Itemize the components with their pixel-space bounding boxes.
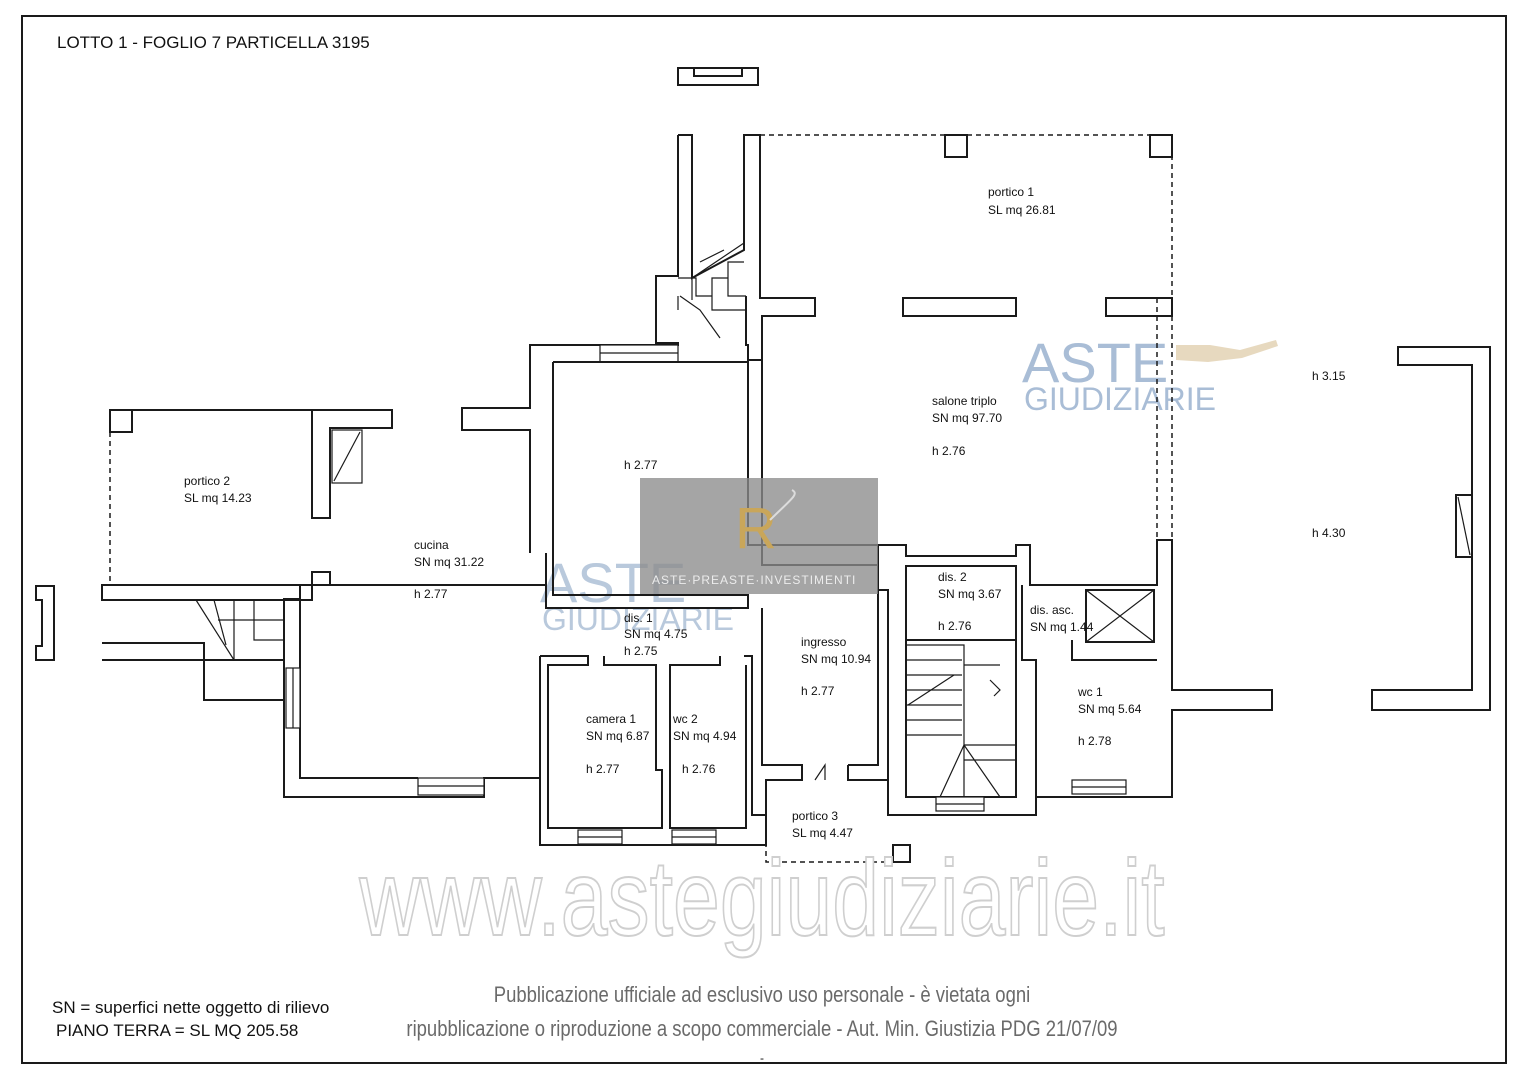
watermark-site: www.astegiudiziarie.it: [359, 837, 1165, 959]
right-wing-niche-line: [1457, 496, 1471, 556]
portico-3-area: SL mq 4.47: [792, 826, 853, 840]
column-1: [944, 134, 968, 158]
portico-2-walls: [110, 409, 393, 519]
cucina-name: cucina: [414, 538, 449, 552]
walls: [35, 67, 1491, 863]
outer-height-b: h 4.30: [1312, 526, 1346, 540]
left-stair-top-band: [101, 584, 313, 601]
stair-core-arrows: [907, 674, 1001, 706]
wc1-top-wall: [1071, 640, 1157, 661]
portico-1-area: SL mq 26.81: [988, 203, 1056, 217]
dis1-height: h 2.75: [624, 644, 658, 658]
wc1-height: h 2.78: [1078, 734, 1112, 748]
legend-line-1: SN = superfici nette oggetto di rilievo: [52, 998, 329, 1017]
cucina-height: h 2.77: [414, 587, 448, 601]
logo-swoosh-icon: [769, 489, 796, 521]
cucina-top-wall: [330, 553, 547, 586]
salone-name: salone triplo: [932, 394, 997, 408]
dis1-area: SN mq 4.75: [624, 627, 688, 641]
salone-beam: [902, 297, 1017, 317]
watermark-giudiziarie-top-text: GIUDIZIARIE: [1024, 381, 1216, 417]
dis2-name: dis. 2: [938, 570, 967, 584]
legend-line-2: PIANO TERRA = SL MQ 205.58: [56, 1021, 298, 1040]
dis2-area: SN mq 3.67: [938, 587, 1002, 601]
elevator-cross-icon: [1085, 589, 1155, 643]
ingresso-name: ingresso: [801, 635, 847, 649]
stair-core-steps: [906, 644, 1016, 798]
wc2-area: SN mq 4.94: [673, 729, 737, 743]
dis1-name: dis. 1: [624, 611, 653, 625]
wc2-name: wc 2: [672, 712, 698, 726]
ingresso-walls: [761, 589, 888, 815]
salone-area: SN mq 97.70: [932, 411, 1002, 425]
stair-corridor-right: [678, 134, 816, 362]
dis2-height: h 2.76: [938, 619, 972, 633]
stair-core-inner: [905, 640, 1017, 798]
stair-bottom-wall: [745, 296, 762, 361]
column-2: [1149, 134, 1173, 158]
top-box: [677, 67, 759, 86]
page-frame: [21, 15, 1507, 1064]
wc2-height: h 2.76: [682, 762, 716, 776]
portico-2-area: SL mq 14.23: [184, 491, 252, 505]
portico-1-outline: [760, 134, 1173, 298]
camera1-name: camera 1: [586, 712, 636, 726]
camera-wc2-walls: [539, 655, 767, 846]
elevator-shaft: [1085, 589, 1155, 643]
disasc-name: dis. asc.: [1030, 603, 1074, 617]
cucina-area: SN mq 31.22: [414, 555, 484, 569]
stair-lines-top: [679, 242, 745, 339]
portico-3-name: portico 3: [792, 809, 838, 823]
wc1-area: SN mq 5.64: [1078, 702, 1142, 716]
salone-beam-right: [1105, 297, 1173, 317]
entry-door-swing: [814, 763, 826, 781]
portico-2-niche-line: [333, 431, 361, 482]
portico-2-column: [109, 409, 133, 433]
watermark-aste-top: ASTE GIUDIZIARIE: [1022, 331, 1278, 417]
room-labels: portico 1 SL mq 26.81 portico 2 SL mq 14…: [184, 185, 1346, 840]
camera1-area: SN mq 6.87: [586, 729, 650, 743]
ingresso-height: h 2.77: [801, 684, 835, 698]
left-stair-bottom: [102, 642, 285, 701]
portico-2-name: portico 2: [184, 474, 230, 488]
logo-letter: R: [735, 496, 777, 561]
outer-height-a: h 3.15: [1312, 369, 1346, 383]
disclaimer-mark: -: [760, 1051, 764, 1065]
disasc-area: SN mq 1.44: [1030, 620, 1094, 634]
logo-watermark: R ASTE·PREASTE·INVESTIMENTI: [640, 478, 878, 594]
logo-caption: ASTE·PREASTE·INVESTIMENTI: [652, 573, 856, 587]
cucina-top-left-wall: [299, 571, 331, 599]
wc1-name: wc 1: [1077, 685, 1103, 699]
left-stair-steps: [195, 599, 284, 661]
portico-1-name: portico 1: [988, 185, 1034, 199]
gavel-watermark-icon: [1176, 340, 1278, 362]
salone-height: h 2.76: [932, 444, 966, 458]
disclaimer-line-1: Pubblicazione ufficiale ad esclusivo uso…: [494, 984, 1030, 1008]
inner-room-height: h 2.77: [624, 458, 658, 472]
wc1-left-wall: [1021, 585, 1037, 797]
right-outer-wing: [1371, 346, 1491, 711]
portico-2-niche: [331, 429, 363, 484]
stair-steps-top: [677, 261, 746, 311]
dis1-top-wall: [545, 362, 749, 609]
watermark-aste-top-text: ASTE: [1022, 331, 1168, 394]
disclaimer-line-2: ripubblicazione o riproduzione a scopo c…: [406, 1018, 1117, 1042]
plan-title: LOTTO 1 - FOGLIO 7 PARTICELLA 3195: [57, 33, 370, 52]
logo-box: [640, 478, 878, 594]
right-wing-niche: [1455, 494, 1473, 558]
camera1-height: h 2.77: [586, 762, 620, 776]
cucina-bottom-walls: [283, 598, 541, 798]
ingresso-area: SN mq 10.94: [801, 652, 871, 666]
right-wing-walls: [878, 539, 1273, 798]
portico-3-column: [892, 844, 911, 863]
left-outer-element: [35, 585, 55, 661]
